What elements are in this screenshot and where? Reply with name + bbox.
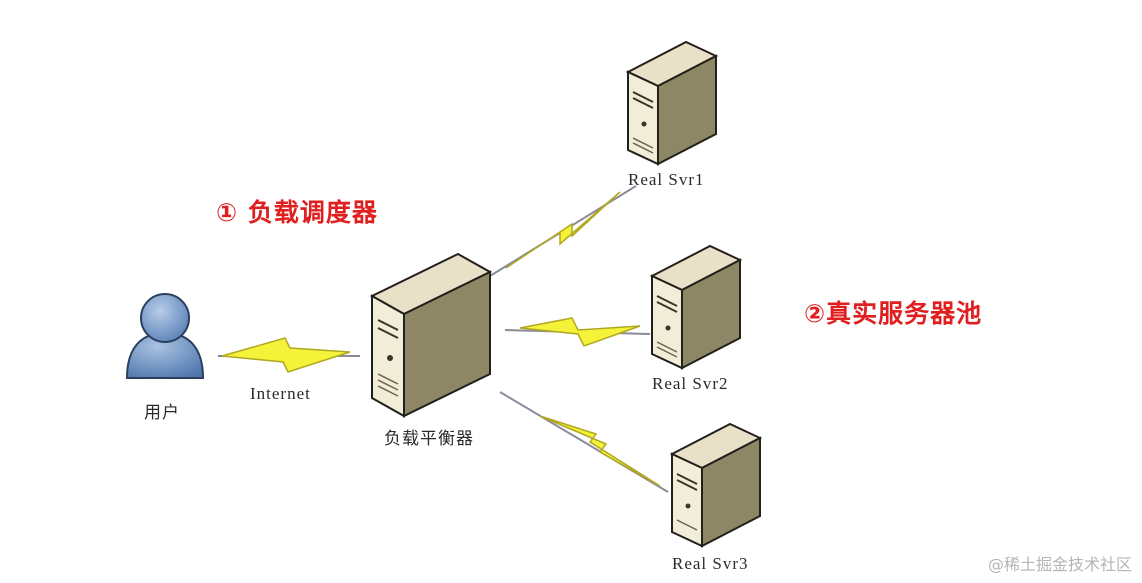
user-label: 用户 <box>144 403 180 422</box>
load-balancer-label: 负载平衡器 <box>384 429 474 448</box>
lightning-icon <box>519 317 641 347</box>
lightning-icon <box>505 191 621 269</box>
load-balancer-server-icon <box>369 252 493 418</box>
real-server-3-icon <box>669 422 763 548</box>
lightning-icon <box>539 415 661 487</box>
lightning-icon <box>221 337 351 373</box>
real-server-2-icon <box>649 244 743 370</box>
real-server-1-label: Real Svr1 <box>628 170 705 189</box>
real-server-3-label: Real Svr3 <box>672 554 749 573</box>
watermark: @稀土掘金技术社区 <box>987 555 1132 574</box>
server-pool-callout: ②真实服务器池 <box>804 299 983 328</box>
real-server-1-icon <box>625 40 719 166</box>
scheduler-callout: ① 负载调度器 <box>216 198 378 227</box>
real-server-2-label: Real Svr2 <box>652 374 729 393</box>
internet-label: Internet <box>250 384 311 403</box>
user-icon <box>125 293 205 379</box>
